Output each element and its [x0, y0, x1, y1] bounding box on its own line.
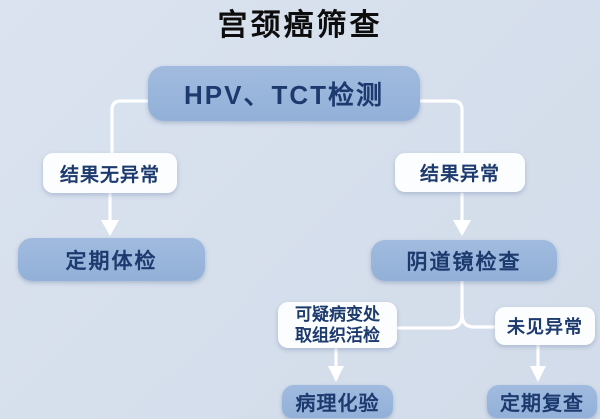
node-regular-checkup: 定期体检	[18, 238, 205, 281]
node-regular-followup-label: 定期复查	[500, 393, 584, 415]
label-no-abnormality: 未见异常	[495, 307, 595, 345]
node-colposcopy: 阴道镜检查	[371, 240, 557, 281]
arrow-right-head	[453, 220, 471, 236]
node-colposcopy-label: 阴道镜检查	[406, 250, 522, 274]
label-result-normal-text: 结果无异常	[59, 164, 160, 186]
connector-split-right	[460, 312, 498, 329]
arrow-left-head	[101, 220, 119, 236]
node-pathology-test: 病理化验	[282, 385, 393, 418]
node-regular-followup: 定期复查	[487, 385, 597, 418]
connector-root-to-right	[418, 99, 464, 156]
label-biopsy-line2: 取组织活检	[295, 326, 380, 345]
node-hpv-tct-test: HPV、TCT检测	[148, 66, 420, 121]
arrow-biopsy-head	[328, 366, 344, 382]
label-biopsy-at-suspicious-lesion: 可疑病变处 取组织活检	[278, 302, 397, 348]
label-result-abnormal-text: 结果异常	[419, 164, 500, 185]
label-biopsy-line1: 可疑病变处	[295, 305, 380, 324]
connector-split-left	[396, 312, 464, 330]
arrow-no-abnormality-head	[530, 366, 546, 382]
node-pathology-test-label: 病理化验	[295, 393, 380, 415]
node-hpv-tct-test-label: HPV、TCT检测	[183, 80, 384, 110]
node-regular-checkup-label: 定期体检	[65, 249, 158, 273]
connector-root-to-left	[110, 99, 150, 156]
label-result-abnormal: 结果异常	[395, 153, 525, 192]
page-title: 宫颈癌筛查	[217, 9, 383, 42]
label-no-abnormality-text: 未见异常	[507, 317, 583, 337]
label-result-normal: 结果无异常	[43, 153, 177, 193]
